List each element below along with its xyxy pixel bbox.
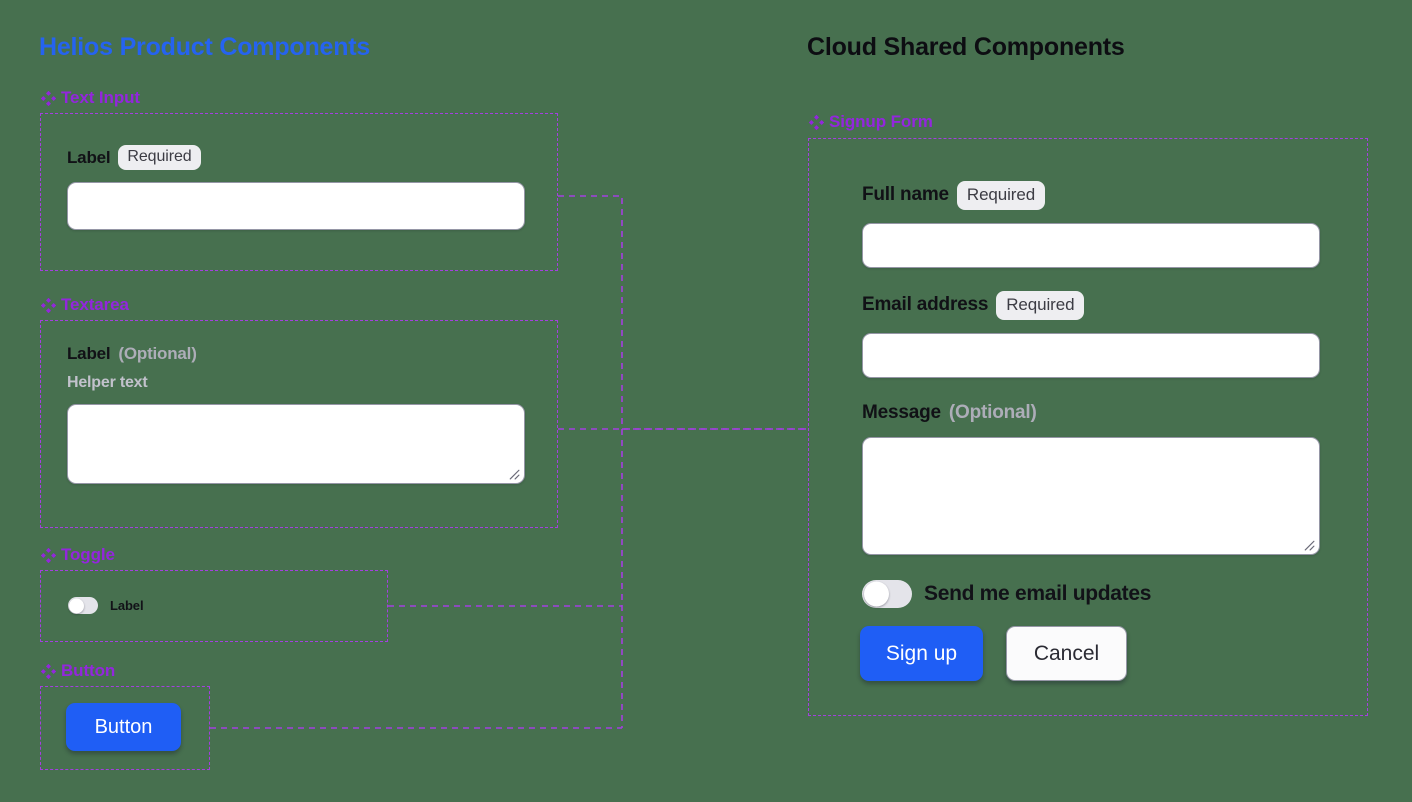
signup-email-updates-toggle-row: Send me email updates [862,580,1151,608]
toggle-knob [69,598,84,613]
cancel-button[interactable]: Cancel [1006,626,1127,681]
signup-field-email: Email address Required [862,291,1320,378]
frame-label-button[interactable]: Button [41,661,115,681]
text-input-required-badge: Required [118,145,201,171]
component-diamond-icon [41,297,56,313]
toggle-knob [864,581,889,607]
resize-handle-icon[interactable] [507,467,520,480]
page-title-cloud: Cloud Shared Components [807,33,1125,61]
frame-label-text: Text Input [61,88,140,107]
frame-label-signup-form[interactable]: Signup Form [809,112,933,132]
text-input-field[interactable] [67,182,525,231]
frame-text-input[interactable] [40,113,558,271]
email-label: Email address [862,294,989,316]
frame-signup-form[interactable] [808,138,1368,716]
email-updates-toggle[interactable] [862,580,912,608]
frame-label-text: Button [61,661,116,680]
textarea-field[interactable] [67,404,525,484]
full-name-input[interactable] [862,222,1320,268]
component-diamond-icon [41,547,56,563]
frame-label-textarea[interactable]: Textarea [41,295,129,315]
component-toggle: Label [68,597,144,614]
text-input-label: Label [67,147,111,167]
toggle-switch[interactable] [68,597,98,614]
textarea-label-row: Label (Optional) [67,344,525,364]
signup-field-full-name: Full name Required [862,181,1320,268]
page-title-helios: Helios Product Components [39,33,371,61]
component-diamond-icon [41,663,56,679]
signup-actions: Sign up Cancel [860,626,1127,681]
frame-toggle[interactable] [40,570,388,642]
frame-label-text: Signup Form [829,112,933,131]
frame-label-toggle[interactable]: Toggle [41,545,115,565]
message-textarea[interactable] [862,437,1320,555]
textarea-label: Label [67,344,111,363]
sign-up-button[interactable]: Sign up [860,626,983,681]
email-input[interactable] [862,332,1320,378]
message-label: Message [862,402,941,423]
message-label-row: Message (Optional) [862,402,1320,424]
message-optional-note: (Optional) [948,402,1037,423]
textarea-optional-note: (Optional) [118,344,197,363]
component-diamond-icon [41,90,56,106]
full-name-required-badge: Required [956,181,1046,210]
component-textarea: Label (Optional) Helper text [67,344,525,484]
resize-handle-icon[interactable] [1302,538,1315,551]
textarea-helper-text: Helper text [67,374,148,391]
frame-label-text: Textarea [61,295,129,314]
full-name-label-row: Full name Required [862,181,1320,210]
frame-button[interactable] [40,686,210,770]
frame-label-text-input[interactable]: Text Input [41,88,140,108]
email-required-badge: Required [996,291,1085,320]
text-input-label-row: Label Required [67,145,525,171]
component-text-input: Label Required [67,145,525,231]
toggle-label: Label [110,598,144,613]
button-primary[interactable]: Button [66,703,181,751]
component-button: Button [66,703,181,751]
full-name-label: Full name [862,184,949,206]
signup-field-message: Message (Optional) [862,402,1320,555]
frame-label-text: Toggle [61,545,115,564]
frame-textarea[interactable] [40,320,558,528]
email-updates-label: Send me email updates [924,582,1152,605]
email-label-row: Email address Required [862,291,1320,320]
component-diamond-icon [809,114,824,130]
